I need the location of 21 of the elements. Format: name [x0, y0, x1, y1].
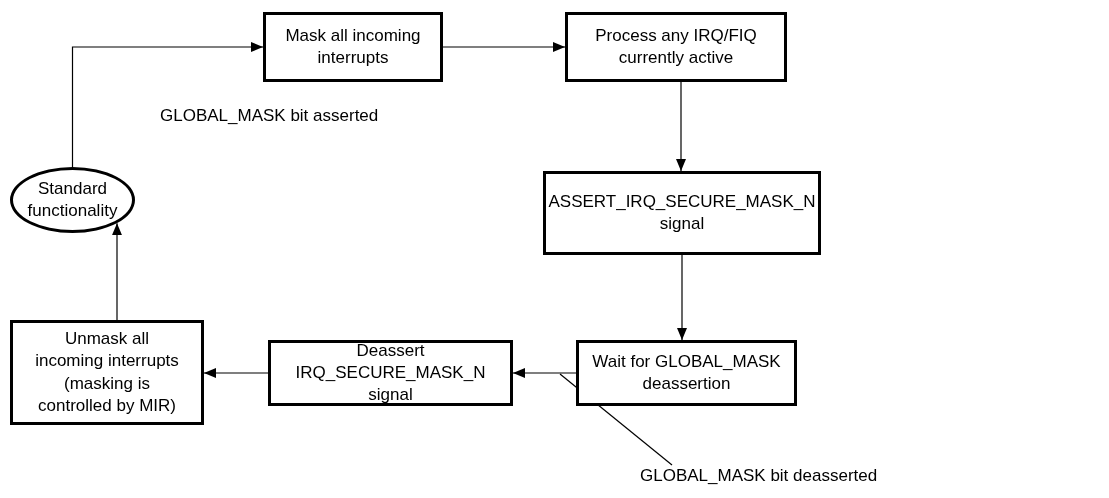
- annotation-text: GLOBAL_MASK bit deasserted: [640, 465, 878, 488]
- node-text: Deassert IRQ_SECURE_MASK_N signal: [294, 339, 487, 407]
- arrow: [512, 368, 577, 378]
- node-text: Unmask all incoming interrupts (masking is controlled by MIR): [34, 328, 180, 417]
- arrow: [112, 222, 122, 321]
- process-box: [576, 340, 797, 406]
- node-text: Standard functionality: [26, 177, 119, 222]
- node-text: Process any IRQ/FIQ currently active: [594, 24, 758, 69]
- node-text: Mask all incoming interrupts: [284, 24, 422, 69]
- arrow: [71, 42, 264, 168]
- process-box: [543, 171, 821, 255]
- arrow: [676, 81, 686, 172]
- arrow: [677, 254, 687, 341]
- process-box: [565, 12, 787, 82]
- process-box: [263, 12, 443, 82]
- node-text: Wait for GLOBAL_MASK deassertion: [591, 350, 782, 395]
- arrow: [203, 368, 269, 378]
- process-box: [10, 320, 204, 425]
- arrow: [442, 42, 566, 52]
- process-box: [268, 340, 513, 406]
- node-text: ASSERT_IRQ_SECURE_MASK_N signal: [548, 190, 816, 235]
